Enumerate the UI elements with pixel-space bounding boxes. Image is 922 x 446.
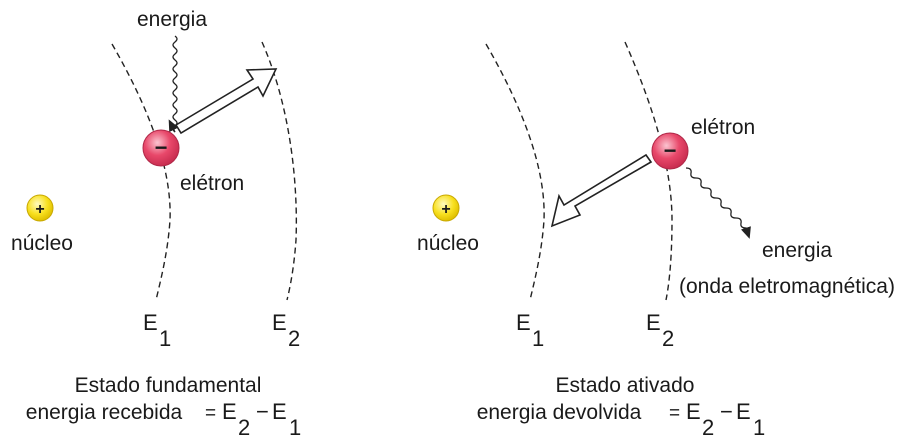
left-formula-a-index: 2 bbox=[238, 415, 250, 440]
right-orbit-e1 bbox=[485, 43, 545, 301]
left-formula-b: E bbox=[272, 399, 287, 424]
left-caption-formula-text: energia recebida bbox=[26, 401, 183, 424]
right-nucleus-label: núcleo bbox=[417, 232, 479, 255]
left-incoming-wave bbox=[168, 35, 179, 133]
left-electron: − bbox=[142, 129, 180, 167]
right-energy-sublabel: (onda eletromagnética) bbox=[679, 275, 895, 298]
left-orbit-e1 bbox=[111, 43, 171, 301]
left-nucleus: + bbox=[26, 194, 54, 222]
right-orbit-e2 bbox=[624, 41, 673, 301]
left-formula-minus: − bbox=[256, 399, 269, 424]
left-nucleus-sign: + bbox=[35, 201, 44, 218]
left-jump-arrow bbox=[174, 68, 278, 135]
right-caption-title: Estado ativado bbox=[556, 374, 695, 397]
left-formula-b-index: 1 bbox=[289, 415, 301, 440]
left-level1-index: 1 bbox=[159, 326, 171, 351]
right-electron-sign: − bbox=[664, 138, 677, 163]
right-caption-formula-text: energia devolvida bbox=[477, 401, 642, 424]
left-electron-sign: − bbox=[155, 135, 168, 160]
right-panel: − elétron energia (onda eletromagnética)… bbox=[417, 41, 895, 440]
left-nucleus-label: núcleo bbox=[11, 232, 73, 255]
left-energy-label: energia bbox=[137, 8, 207, 31]
left-level1-letter: E bbox=[143, 310, 158, 335]
left-orbit-e2 bbox=[261, 41, 298, 301]
right-outgoing-wave bbox=[685, 167, 751, 239]
right-formula-a: E bbox=[686, 399, 701, 424]
right-formula-a-index: 2 bbox=[702, 415, 714, 440]
right-formula-eq: = bbox=[669, 403, 680, 424]
right-level1-index: 1 bbox=[532, 326, 544, 351]
right-level1-letter: E bbox=[516, 310, 531, 335]
left-level2-letter: E bbox=[272, 310, 287, 335]
left-formula-eq: = bbox=[205, 403, 216, 424]
left-formula-a: E bbox=[222, 399, 237, 424]
right-level2-index: 2 bbox=[662, 326, 674, 351]
right-formula-b: E bbox=[736, 399, 751, 424]
left-panel: energia − elétron + núcleo E 1 E 2 Estad… bbox=[11, 8, 301, 440]
right-formula-minus: − bbox=[720, 399, 733, 424]
right-energy-label: energia bbox=[762, 239, 832, 262]
left-electron-label: elétron bbox=[180, 172, 244, 195]
right-electron: − bbox=[651, 132, 689, 170]
right-level2-letter: E bbox=[646, 310, 661, 335]
right-formula-b-index: 1 bbox=[753, 415, 765, 440]
left-caption-title: Estado fundamental bbox=[75, 374, 262, 397]
right-nucleus-sign: + bbox=[441, 201, 450, 218]
right-return-arrow bbox=[550, 153, 653, 228]
right-electron-label: elétron bbox=[691, 116, 755, 139]
left-level2-index: 2 bbox=[288, 326, 300, 351]
right-nucleus: + bbox=[432, 194, 460, 222]
